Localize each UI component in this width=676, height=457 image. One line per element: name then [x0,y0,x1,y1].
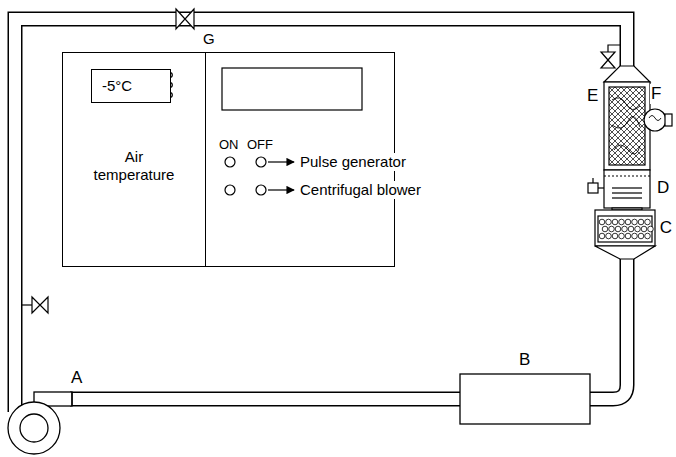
pellet [609,226,615,232]
illustration-part [40,297,48,313]
illustration-part [32,297,40,313]
pulse-display [222,68,362,110]
illustration-part [592,178,593,183]
pellet [625,219,631,225]
illustration-part [595,246,655,259]
panel-parts [168,68,362,195]
display-readout: -5°C [102,77,132,95]
illustration-part [604,66,650,82]
part-letter: D [656,178,670,198]
pipe-loop [15,19,627,412]
panel-caption: Air temperature [89,148,179,184]
switch-button [225,157,235,167]
illustration-part [649,116,661,121]
centrifugal-blower [8,392,72,454]
pellet [625,233,631,239]
illustration-part [71,392,72,406]
leader-arrow [268,161,294,162]
temperature-sensor [588,183,598,193]
pellet [638,233,644,239]
pellet [619,219,625,225]
part-letter: B [518,350,531,370]
illustration-part [598,216,652,242]
pellet [645,233,651,239]
pellets [599,219,653,239]
illustration-part [70,393,461,405]
leader-arrow [268,189,294,190]
illustration-part [15,19,627,412]
pellet [602,226,608,232]
part-letter: E [586,86,599,106]
illustration-part [15,19,627,412]
pellet [599,219,605,225]
tank-box [460,374,590,424]
pellet [606,219,612,225]
pellet [648,226,654,232]
sensor-section [604,170,650,208]
valve [22,9,620,313]
pellet [619,233,625,239]
illustration-part [612,192,642,193]
switch-button [225,185,235,195]
switch-label: OFF [247,137,273,153]
pellet [622,226,628,232]
pellet [599,233,605,239]
pellet [632,233,638,239]
part-letter: F [650,84,662,104]
illustration-part [665,114,672,126]
illustration-part [612,187,642,188]
illustration-part [608,45,620,52]
switch-callout: Pulse generator [299,153,407,171]
pellet [635,226,641,232]
pellet [612,233,618,239]
part-letter: C [659,218,673,238]
pellet [632,219,638,225]
pellet [615,226,621,232]
illustration-part [20,414,48,442]
pellet [612,219,618,225]
panel-section: Air temperature -5°C [63,53,206,266]
illustration-part [8,402,60,454]
illustration-part [644,109,666,131]
switch-callout: Centrifugal blower [299,181,422,199]
part-letter: G [203,30,215,48]
illustration-part [601,52,615,60]
pellet [606,233,612,239]
illustration-part [176,9,185,29]
illustration-part [589,258,627,399]
mesh-section [604,82,650,170]
illustration-part [70,392,461,407]
illustration-part [185,9,194,29]
wire-mesh [609,87,645,165]
pellet [645,219,651,225]
pellet [628,226,634,232]
illustration-part [604,175,650,176]
lamp [644,109,672,131]
switch-button [256,157,266,167]
pellet [641,226,647,232]
temperature-display: -5°C [91,69,171,103]
illustration-part [598,187,604,188]
switch-button [256,185,266,195]
pellet [638,219,644,225]
illustration-part [589,258,627,399]
illustration-part [612,98,640,154]
illustration-part [22,304,32,305]
pellet-box [595,210,655,246]
illustration-part [612,197,642,198]
switch-label: ON [219,137,239,153]
part-letter: A [70,368,83,388]
illustration-part [601,60,615,68]
